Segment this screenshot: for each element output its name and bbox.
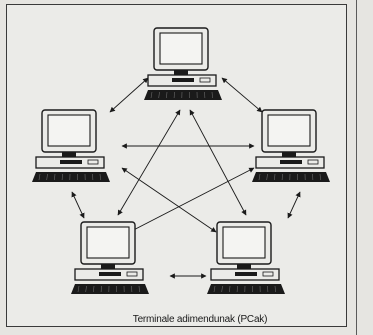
connection-pc-left-to-pc-bottom-left	[71, 191, 85, 219]
desktop-computer-icon	[207, 221, 285, 294]
keyboard-keys	[221, 285, 223, 293]
desktop-computer-icon	[32, 109, 110, 182]
keyboard-keys	[211, 91, 213, 99]
connection-pc-left-to-pc-bottom-right	[121, 167, 217, 233]
keyboard	[32, 172, 110, 182]
keyboard-keys	[229, 285, 231, 293]
keyboard-keys	[93, 285, 95, 293]
keyboard-keys	[274, 285, 276, 293]
drive-slot	[87, 159, 99, 165]
keyboard-keys	[77, 285, 80, 293]
connection-pc-right-to-pc-bottom-right	[287, 191, 301, 219]
monitor-screen	[86, 226, 130, 259]
keyboard-keys	[99, 173, 101, 181]
monitor-screen	[267, 114, 311, 147]
drive-slot	[172, 78, 194, 82]
connection-pc-right-to-pc-bottom-left	[121, 167, 255, 237]
connection-pc-top-to-pc-right	[221, 77, 263, 113]
monitor-stand	[62, 152, 76, 157]
keyboard-keys	[266, 173, 268, 181]
monitor-screen	[159, 32, 203, 65]
desktop-computer-icon	[252, 109, 330, 182]
monitor-stand	[282, 152, 296, 157]
connection-pc-top-to-pc-left	[109, 77, 149, 113]
drive-slot	[199, 77, 211, 83]
page-margin-rule	[356, 0, 357, 335]
connection-pc-top-to-pc-bottom-left	[117, 109, 181, 216]
drive-slot	[262, 271, 274, 277]
drive-slot	[235, 272, 257, 276]
monitor-stand	[101, 264, 115, 269]
keyboard-keys	[138, 285, 140, 293]
keyboard-keys	[166, 91, 168, 99]
keyboard-keys	[258, 173, 261, 181]
desktop-computer-icon	[71, 221, 149, 294]
keyboard	[207, 284, 285, 294]
drive-slot	[280, 160, 302, 164]
keyboard-keys	[274, 173, 276, 181]
keyboard-keys	[38, 173, 41, 181]
drive-slot	[99, 272, 121, 276]
keyboard	[252, 172, 330, 182]
drive-slot	[307, 159, 319, 165]
monitor-screen	[222, 226, 266, 259]
monitor-screen	[47, 114, 91, 147]
keyboard-keys	[319, 173, 321, 181]
monitor-stand	[174, 70, 188, 75]
monitor-stand	[237, 264, 251, 269]
desktop-computer-icon	[144, 27, 222, 100]
keyboard-keys	[85, 285, 87, 293]
drive-slot	[60, 160, 82, 164]
keyboard-keys	[213, 285, 216, 293]
keyboard	[71, 284, 149, 294]
keyboard-keys	[150, 91, 153, 99]
connection-pc-top-to-pc-bottom-right	[189, 109, 247, 216]
keyboard-keys	[46, 173, 48, 181]
diagram-caption: Terminale adimendunak (PCak)	[132, 314, 268, 325]
keyboard-keys	[158, 91, 160, 99]
drive-slot	[126, 271, 138, 277]
keyboard	[144, 90, 222, 100]
keyboard-keys	[54, 173, 56, 181]
